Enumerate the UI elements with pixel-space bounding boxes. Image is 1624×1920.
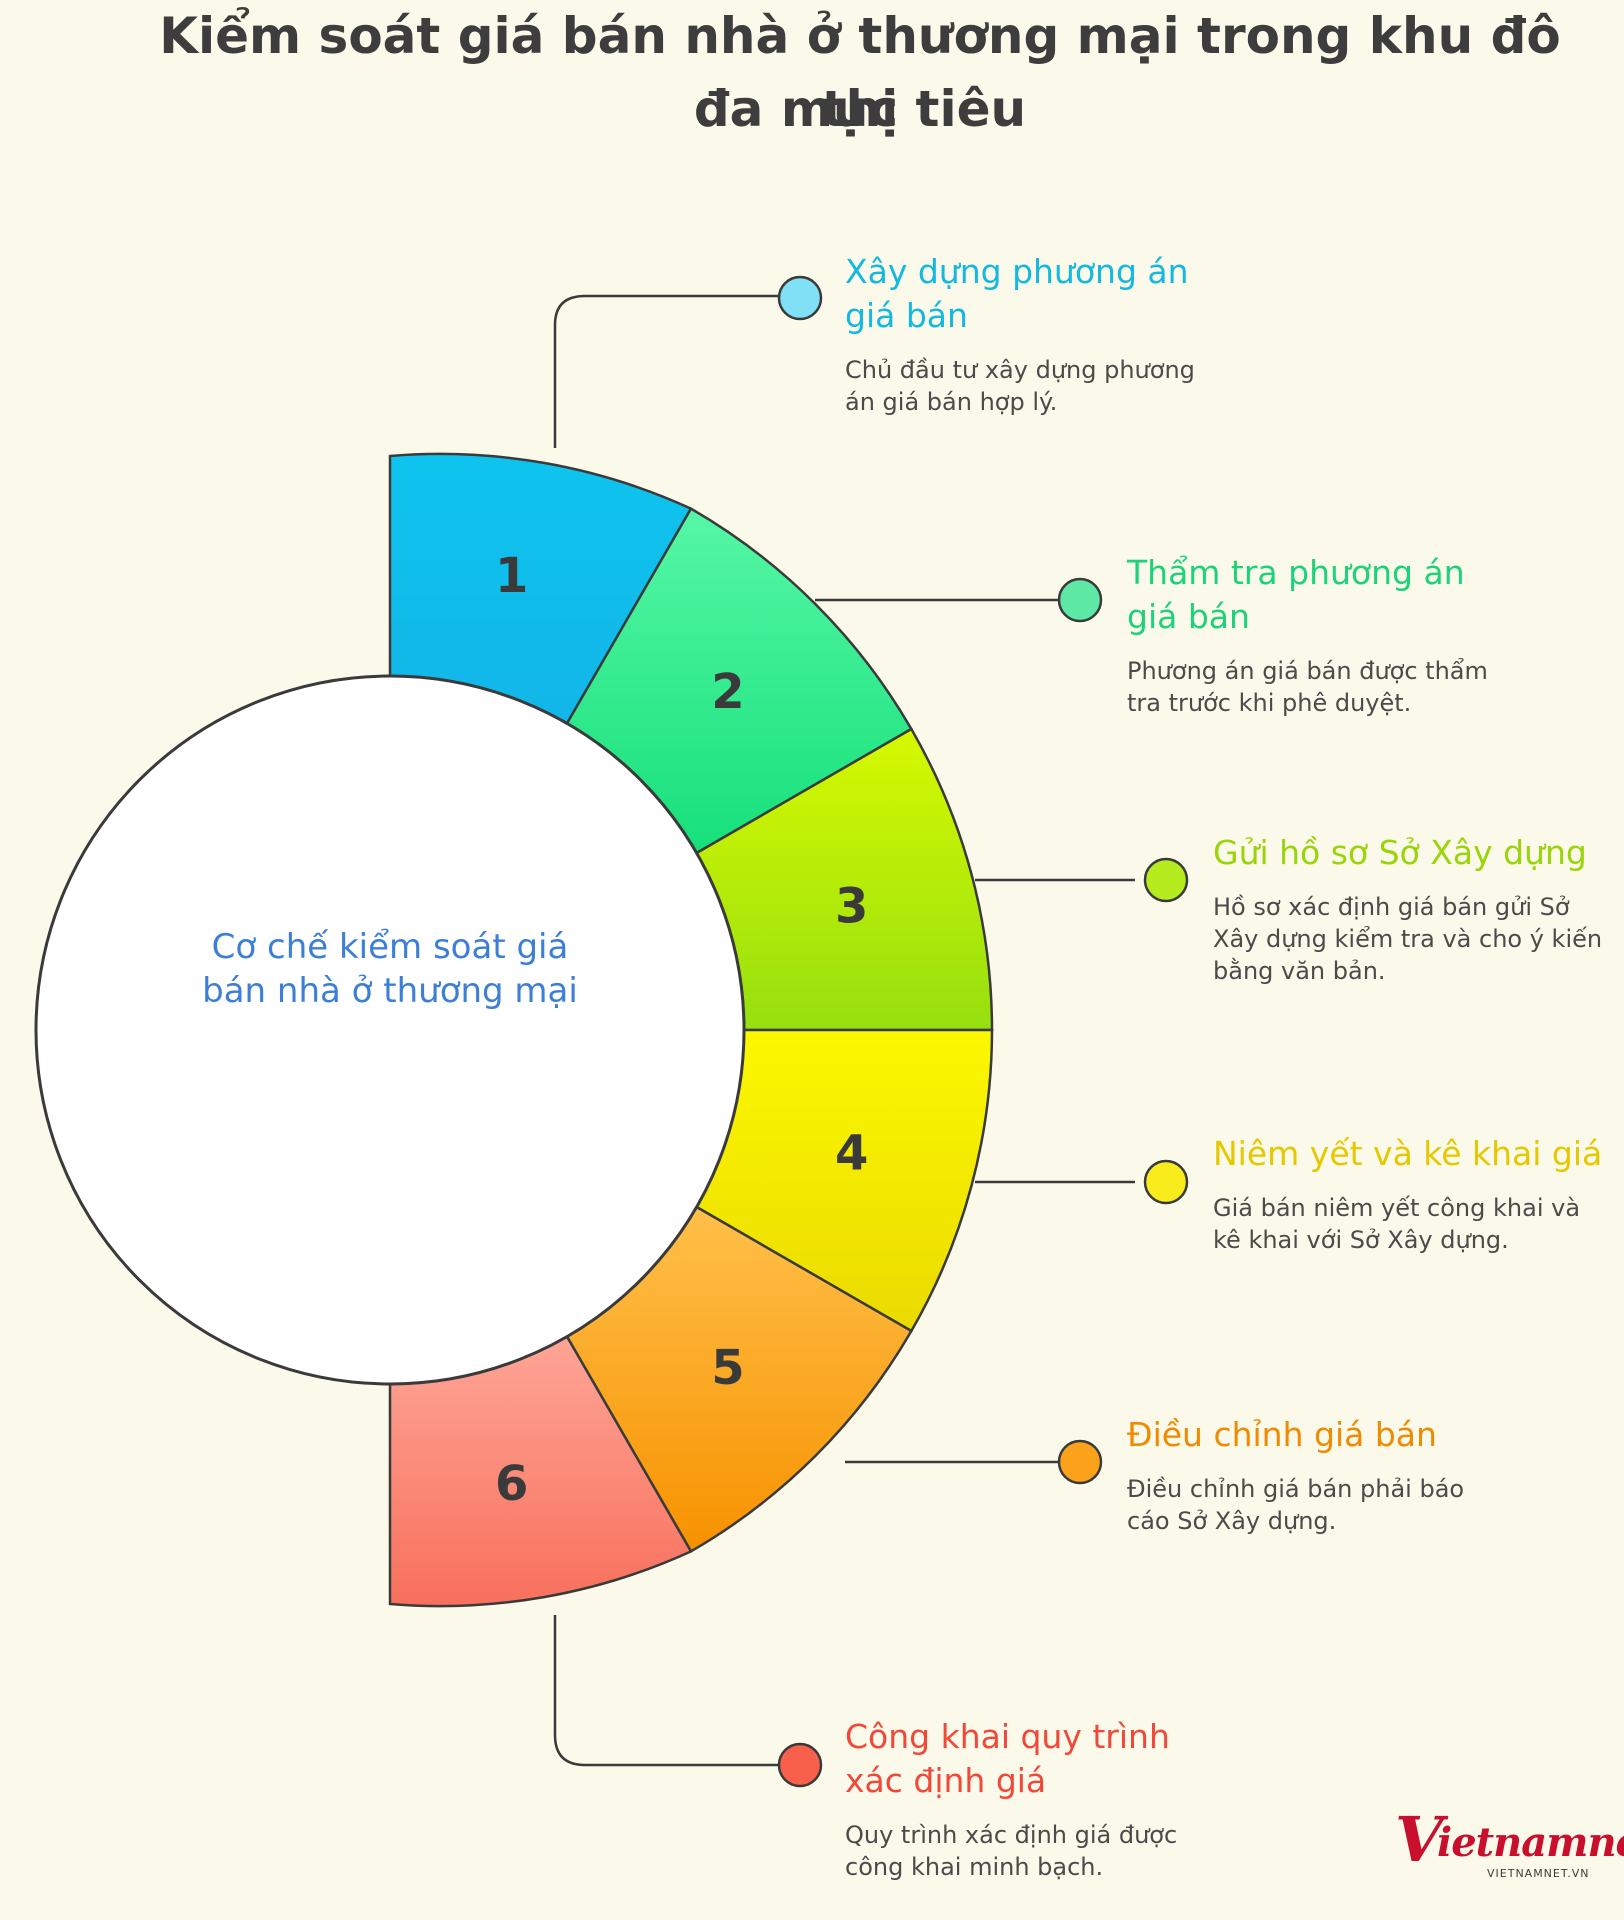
title-line-2: đa mục tiêu: [693, 80, 1027, 138]
title-line-1: Kiểm soát giá bán nhà ở thương mại trong…: [159, 7, 1561, 138]
connector-dot-6: [777, 1742, 823, 1788]
segment-numbers: 1 2 3 4 5 6: [495, 548, 868, 1512]
segment-number-5: 5: [711, 1340, 744, 1396]
logo-domain: VIETNAMNET.VN: [1487, 1867, 1590, 1880]
segment-number-6: 6: [495, 1456, 528, 1512]
logo-mark: V: [1395, 1803, 1444, 1876]
connector-dot-4: [1143, 1159, 1189, 1205]
step-heading: Thẩm tra phương án giá bán: [1127, 553, 1465, 636]
step-description: Phương án giá bán được thẩm tra trước kh…: [1127, 657, 1488, 717]
logo-word: ietnamnet: [1437, 1819, 1624, 1866]
segment-number-1: 1: [495, 548, 528, 604]
segment-number-4: 4: [835, 1126, 868, 1182]
segments: [388, 452, 994, 1608]
step-description: Hồ sơ xác định giá bán gửi Sở Xây dựng k…: [1213, 893, 1603, 985]
segment-number-3: 3: [835, 878, 868, 934]
center-circle: [34, 674, 746, 1386]
center-label: Cơ chế kiểm soát giá bán nhà ở thương mạ…: [202, 927, 578, 1011]
step-heading: Xây dựng phương án giá bán: [845, 252, 1189, 335]
connector-dot-2: [1057, 577, 1103, 623]
connector-dot-5: [1057, 1439, 1103, 1485]
connectors: [553, 294, 1135, 1767]
connector-dot-1: [777, 275, 823, 321]
step-3: Gửi hồ sơ Sở Xây dựng Hồ sơ xác định giá …: [1213, 831, 1603, 987]
step-description: Chủ đầu tư xây dựng phương án giá bán hợ…: [845, 356, 1195, 416]
connector-dots: [777, 275, 1189, 1788]
connector-dot-3: [1143, 857, 1189, 903]
step-description: Điều chỉnh giá bán phải báo cáo Sở Xây d…: [1127, 1475, 1465, 1535]
step-description: Quy trình xác định giá được công khai mi…: [845, 1821, 1178, 1881]
step-heading: Điều chỉnh giá bán: [1127, 1415, 1437, 1454]
step-heading: Công khai quy trình xác định giá: [845, 1717, 1170, 1800]
connector-line-6: [553, 1615, 780, 1767]
step-heading: Gửi hồ sơ Sở Xây dựng: [1213, 833, 1587, 872]
step-heading: Niêm yết và kê khai giá: [1213, 1134, 1603, 1173]
segment-number-2: 2: [711, 664, 744, 720]
connector-line-1: [553, 294, 780, 448]
step-description: Giá bán niêm yết công khai và kê khai vớ…: [1213, 1194, 1581, 1254]
vietnamnet-logo: V ietnamnet VIETNAMNET.VN: [1395, 1803, 1624, 1895]
